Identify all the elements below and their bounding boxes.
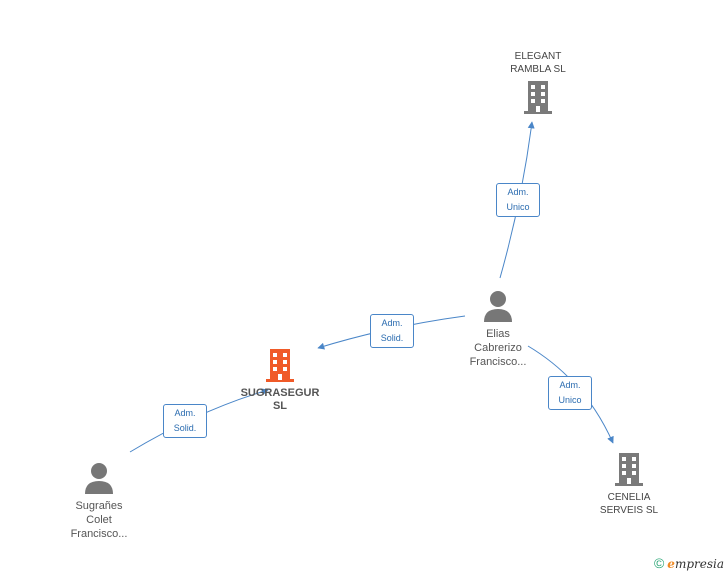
node-label-line: Colet bbox=[86, 514, 112, 526]
node-label-line: Francisco... bbox=[70, 528, 128, 540]
node-label-line: SUGRASEGUR bbox=[240, 387, 320, 399]
building-icon bbox=[615, 453, 643, 486]
edge-label-elias-sugrasegur: Adm. Solid. bbox=[370, 314, 414, 348]
node-label-line: Cabrerizo bbox=[474, 342, 522, 354]
node-label-line: CENELIA bbox=[607, 492, 651, 503]
node-label-line: Elias bbox=[486, 328, 510, 340]
node-label-line: Sugrañes bbox=[75, 500, 123, 512]
person-icon bbox=[85, 463, 113, 494]
brand-logo: empresia bbox=[667, 557, 724, 571]
node-elias-cabrerizo[interactable]: Elias Cabrerizo Francisco... bbox=[452, 290, 544, 369]
node-cenelia-serveis[interactable]: CENELIA SERVEIS SL bbox=[584, 452, 674, 517]
edge-label-elias-elegant: Adm. Unico bbox=[496, 183, 540, 217]
edge-label-elias-cenelia: Adm. Unico bbox=[548, 376, 592, 410]
node-label-line: SL bbox=[272, 400, 288, 412]
edge-label-sugranes-sugrasegur: Adm. Solid. bbox=[163, 404, 207, 438]
building-icon bbox=[524, 81, 552, 114]
person-icon bbox=[484, 291, 512, 322]
empresia-watermark: ©empresia bbox=[654, 555, 724, 571]
node-label-line: SERVEIS SL bbox=[599, 505, 659, 516]
node-label-line: Francisco... bbox=[469, 356, 527, 368]
node-elegant-rambla[interactable]: ELEGANT RAMBLA SL bbox=[492, 50, 584, 119]
copyright-icon: © bbox=[653, 555, 665, 571]
node-label-line: RAMBLA SL bbox=[510, 64, 566, 75]
building-icon bbox=[266, 349, 294, 382]
node-sugranes-colet[interactable]: Sugrañes Colet Francisco... bbox=[53, 462, 145, 541]
node-sugrasegur[interactable]: SUGRASEGUR SL bbox=[234, 348, 326, 413]
node-label-line: ELEGANT bbox=[514, 51, 562, 62]
